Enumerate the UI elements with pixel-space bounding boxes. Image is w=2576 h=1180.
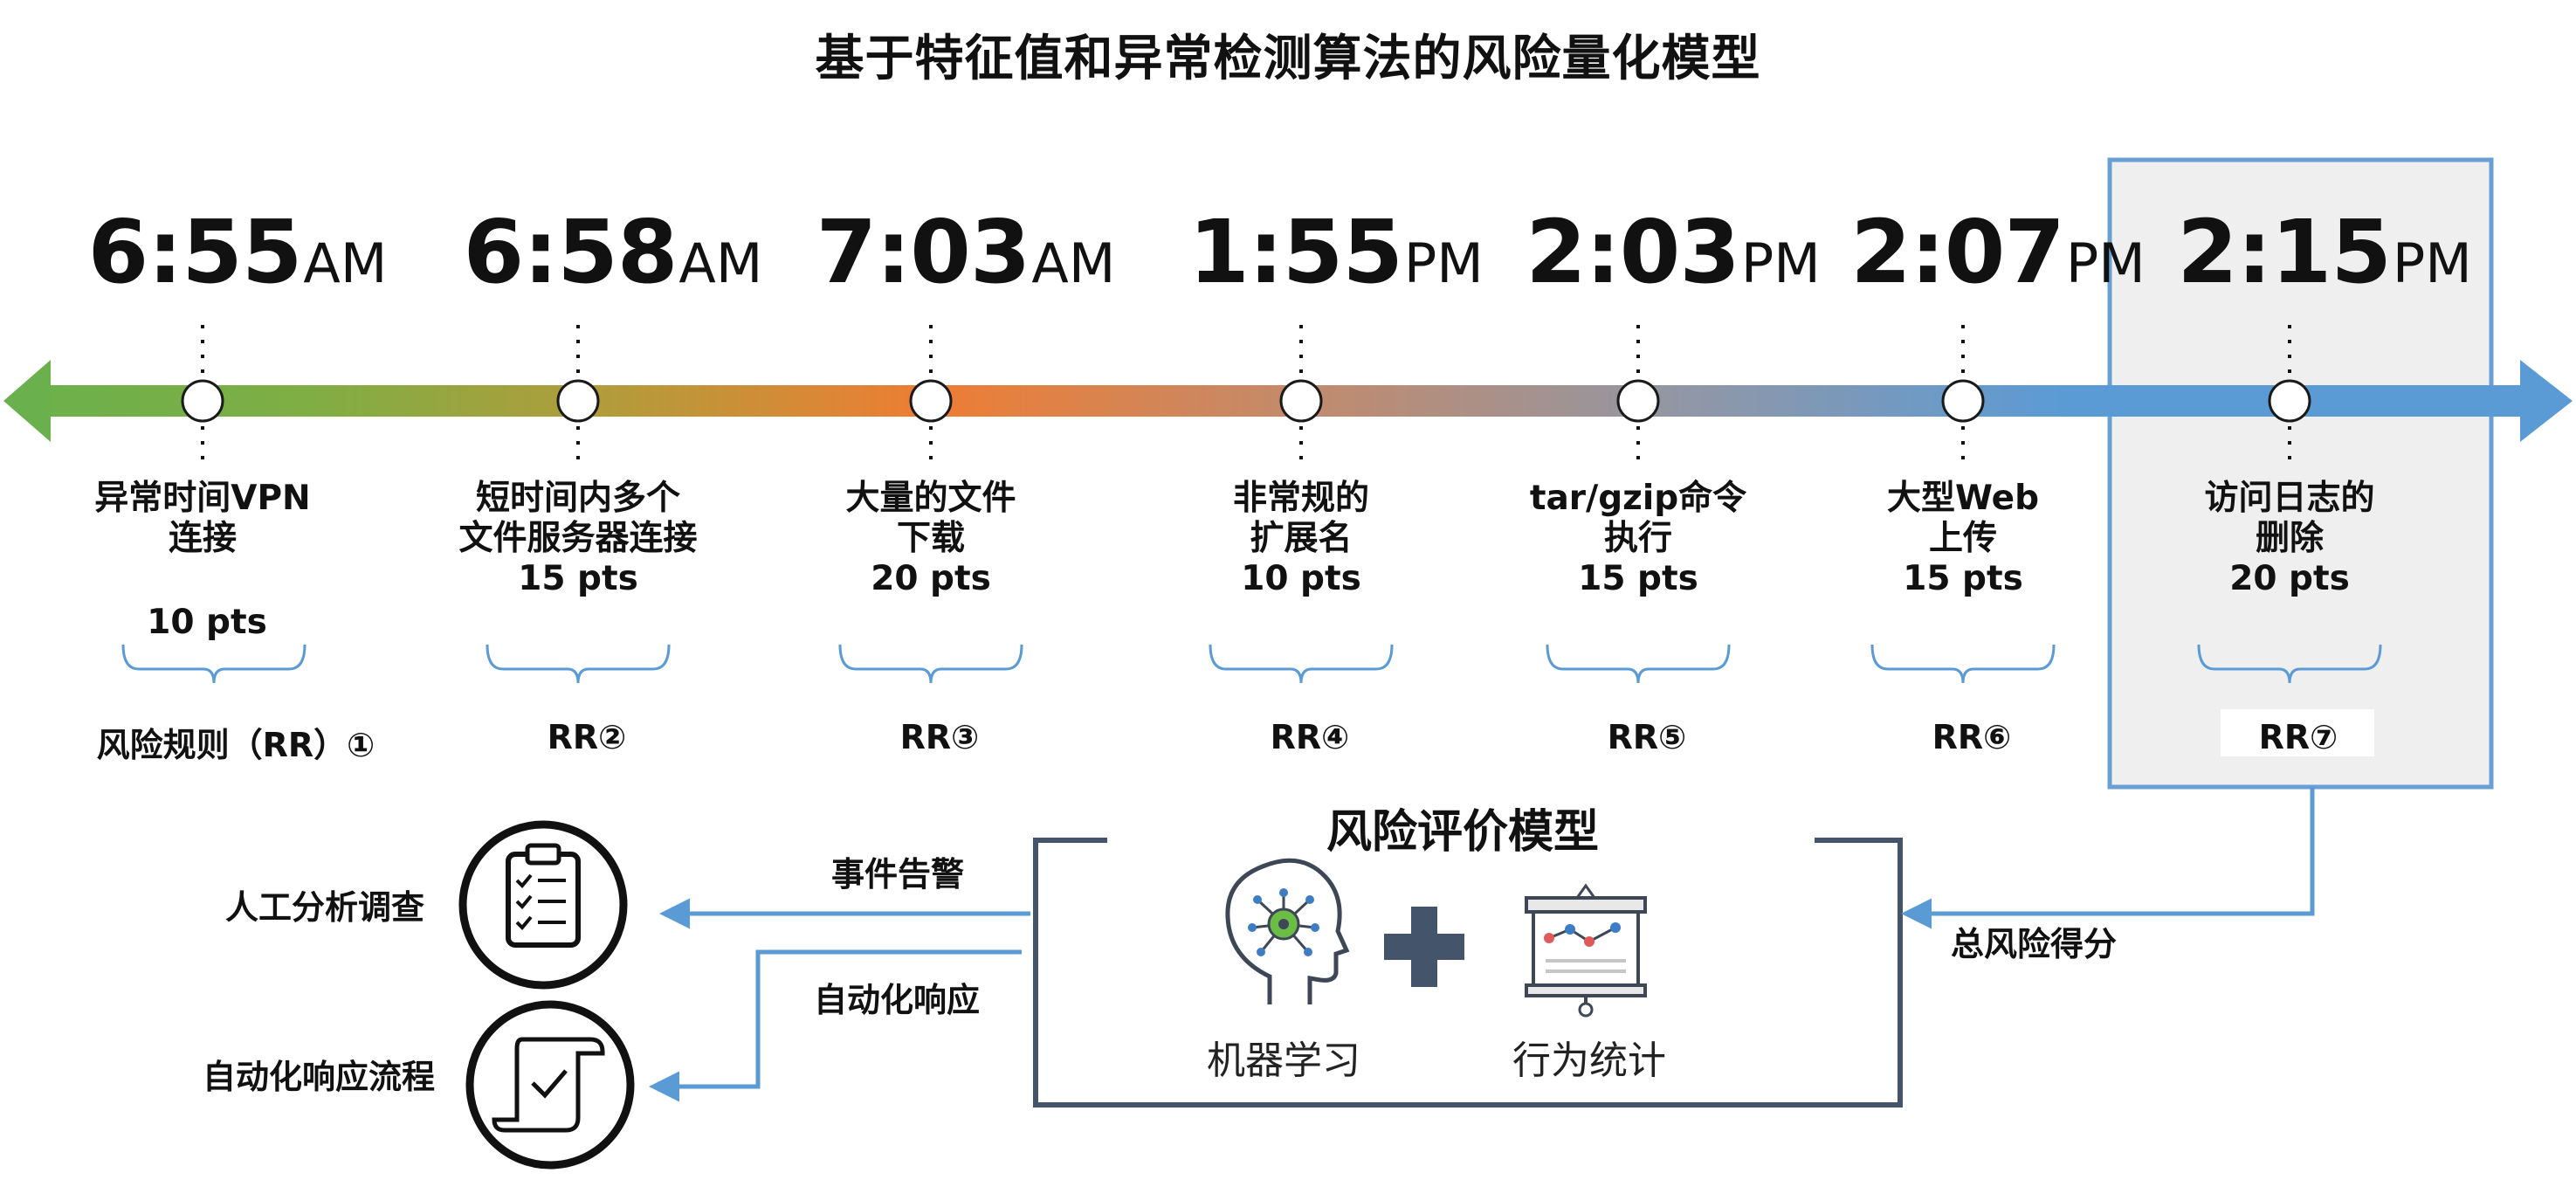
curly-brace xyxy=(486,644,671,684)
time-period: AM xyxy=(303,231,388,295)
timeline-node xyxy=(1941,379,1985,423)
timeline-node xyxy=(1616,379,1660,423)
time-label: 1:55PM xyxy=(1109,201,1563,303)
curly-brace xyxy=(2197,644,2382,684)
highlight-box xyxy=(2107,157,2494,790)
event-line: 15 pts xyxy=(518,559,638,598)
total-score-label: 总风险得分 xyxy=(1951,925,2118,963)
event-line: 上传 xyxy=(1928,519,1997,558)
event-line: 20 pts xyxy=(2229,559,2350,598)
event-line: 删除 xyxy=(2255,519,2324,558)
event-line: 文件服务器连接 xyxy=(458,519,698,558)
time-period: AM xyxy=(1031,231,1116,295)
time-value: 2:15 xyxy=(2177,201,2392,303)
event-points: 10 pts xyxy=(147,603,267,642)
scroll-check-icon xyxy=(465,1000,635,1170)
event-line: 15 pts xyxy=(1578,559,1698,598)
diagram-title: 基于特征值和异常检测算法的风险量化模型 xyxy=(815,31,1761,87)
model-frame xyxy=(1033,838,1903,1108)
event-line: 大型Web xyxy=(1887,479,2039,518)
auto-response-flow-label: 自动化响应流程 xyxy=(203,1058,436,1096)
event-line: 下载 xyxy=(896,519,965,558)
event-line: tar/gzip命令 xyxy=(1529,479,1747,518)
timeline-arrow-right-head xyxy=(2520,360,2573,442)
event-line: 访问日志的 xyxy=(2204,479,2375,518)
event-line: 大量的文件 xyxy=(845,479,1016,518)
time-value: 7:03 xyxy=(816,201,1031,303)
event-line: 非常规的 xyxy=(1232,479,1369,518)
time-period: PM xyxy=(1740,231,1821,295)
risk-rule-label: RR④ xyxy=(1270,718,1350,756)
auto-response-label: 自动化响应 xyxy=(814,981,981,1019)
event-alert-label: 事件告警 xyxy=(831,855,965,894)
curly-brace xyxy=(1870,644,2056,684)
timeline-arrow-left-head xyxy=(3,360,51,442)
time-value: 2:07 xyxy=(1850,201,2065,303)
curly-brace xyxy=(838,644,1023,684)
plus-icon xyxy=(1384,907,1464,987)
timeline-node xyxy=(1279,379,1323,423)
risk-rule-label: RR③ xyxy=(899,718,980,756)
manual-investigation-label: 人工分析调查 xyxy=(225,888,425,927)
total-score-arrow xyxy=(1901,787,2315,929)
time-label: 6:55AM xyxy=(10,201,465,303)
stats-caption: 行为统计 xyxy=(1512,1039,1666,1083)
timeline-node xyxy=(556,379,600,423)
rr-label-background xyxy=(2221,709,2374,756)
time-period: PM xyxy=(2065,231,2146,295)
time-label: 2:03PM xyxy=(1446,201,1900,303)
curly-brace xyxy=(1546,644,1731,684)
event-line: 10 pts xyxy=(1241,559,1361,598)
timeline-node xyxy=(909,379,953,423)
event-line: 连接 xyxy=(168,519,237,558)
timeline-node xyxy=(2268,379,2311,423)
event-line: 15 pts xyxy=(1903,559,2023,598)
event-line: 执行 xyxy=(1603,519,1672,558)
time-value: 2:03 xyxy=(1526,201,1740,303)
time-value: 6:55 xyxy=(87,201,303,303)
model-title: 风险评价模型 xyxy=(1326,806,1599,859)
time-period: AM xyxy=(678,231,763,295)
time-period: PM xyxy=(1403,231,1484,295)
event-line: 短时间内多个 xyxy=(475,479,680,518)
statistics-board-icon xyxy=(1525,883,1647,1018)
time-value: 1:55 xyxy=(1188,201,1403,303)
risk-rule-label: RR② xyxy=(547,718,627,756)
time-period: PM xyxy=(2392,231,2472,295)
time-value: 6:58 xyxy=(463,201,678,303)
time-label: 2:15PM xyxy=(2097,201,2552,303)
risk-rule-label: RR⑦ xyxy=(2258,718,2338,756)
time-label: 2:07PM xyxy=(1771,201,2225,303)
machine-learning-head-icon xyxy=(1225,858,1350,1004)
curly-brace xyxy=(1209,644,1394,684)
event-line: 20 pts xyxy=(871,559,991,598)
ml-caption: 机器学习 xyxy=(1207,1039,1360,1083)
clipboard-checklist-icon xyxy=(458,820,628,990)
timeline-node xyxy=(181,379,224,423)
risk-rule-label: RR⑥ xyxy=(1932,718,2012,756)
event-line: 异常时间VPN xyxy=(94,479,311,518)
curly-brace xyxy=(121,644,307,684)
time-label: 6:58AM xyxy=(386,201,840,303)
risk-rule-label: RR⑤ xyxy=(1607,718,1687,756)
auto-response-arrow xyxy=(649,949,1022,1102)
event-line: 扩展名 xyxy=(1250,519,1353,558)
time-label: 7:03AM xyxy=(739,201,1193,303)
risk-rule-label: 风险规则（RR）① xyxy=(96,726,375,764)
